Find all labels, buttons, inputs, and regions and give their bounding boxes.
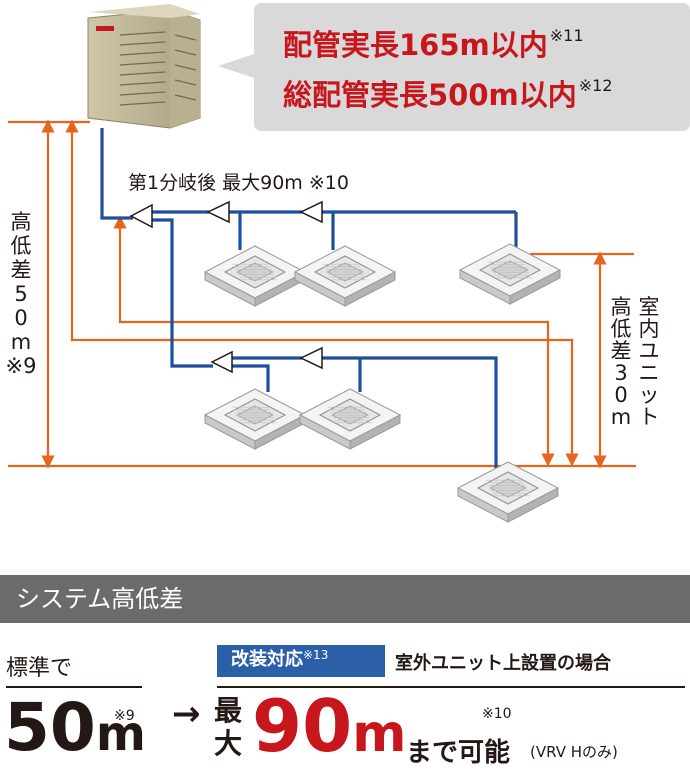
vertical-char: 高 [610,295,632,319]
renovation-badge: 改装対応※13 [217,645,385,677]
indoor-cassette-unit [298,388,402,450]
vertical-char: 3 [614,361,628,385]
standard-rule [6,686,142,688]
vertical-char: m [10,330,32,354]
vertical-char: ※9 [5,354,37,378]
pipe-length-limit: 配管実長165m以内※11 [283,26,584,62]
section-title: システム高低差 [16,585,184,613]
arrow-icon: → [172,694,201,734]
renovation-rule [217,686,685,688]
callout-bubble [218,3,690,131]
vertical-char: 高 [10,210,32,234]
vertical-char: ユ [638,339,660,363]
max-prefix-bottom: 大 [214,727,243,760]
installation-condition: 室外ユニット上設置の場合 [395,653,611,674]
renovation-note: ※10 [482,706,512,722]
vertical-char: 差 [10,258,32,282]
standard-note: ※9 [114,708,135,724]
indoor-unit-label: 室内ユニット [636,296,662,428]
vertical-char: ト [638,405,660,429]
total-pipe-length-limit: 総配管実長500m以内※12 [283,76,613,112]
vertical-char: ニ [638,361,660,385]
possible-label: まで可能 [406,738,511,768]
standard-height-value: 50m [4,689,146,766]
branch-joints [129,200,323,374]
renovation-height-value: 90m [252,684,407,768]
height-dimension-lines [8,119,636,469]
vertical-char: 差 [610,339,632,363]
model-scope-label: (VRV Hのみ) [530,743,618,761]
branch-max-length-label: 第1分岐後 最大90m ※10 [128,172,349,194]
vertical-char: 5 [14,282,28,306]
vertical-char: m [610,405,632,429]
vertical-char: 内 [638,317,660,341]
vertical-char: 0 [614,383,628,407]
max-prefix-top: 最 [214,694,243,727]
indoor-units [203,243,562,523]
vertical-char: 室 [638,295,660,319]
standard-label: 標準で [6,656,73,681]
section-header: システム高低差 [0,575,690,623]
indoor-cassette-unit [293,245,397,307]
system-diagram [8,3,690,523]
outdoor-unit-image [87,4,201,129]
indoor-cassette-unit [458,243,562,305]
vertical-char: ッ [638,383,660,407]
refrigerant-piping [100,128,518,470]
vertical-char: 低 [10,234,32,258]
vertical-char: 0 [14,306,28,330]
indoor-cassette-unit [203,388,307,450]
indoor-cassette-unit [203,245,307,307]
indoor-cassette-unit [456,461,560,523]
vertical-char: 低 [610,317,632,341]
